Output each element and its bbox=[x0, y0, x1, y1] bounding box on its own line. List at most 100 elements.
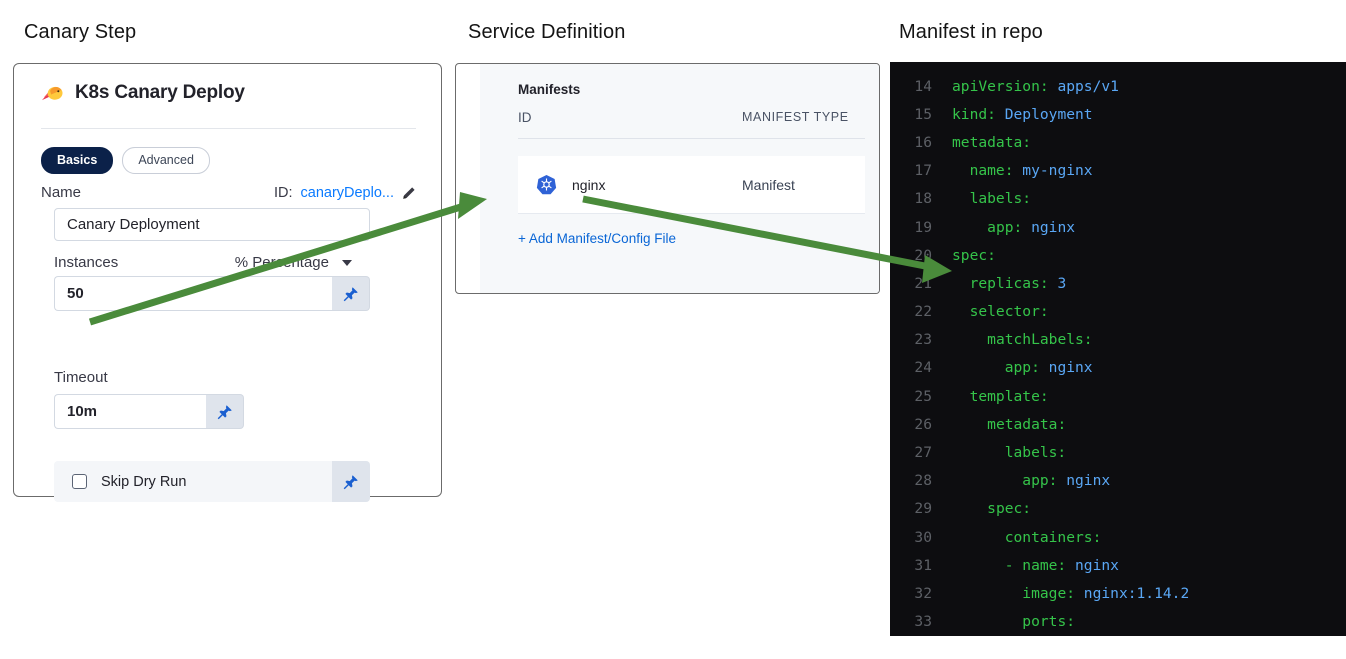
code-line-number: 15 bbox=[914, 105, 932, 123]
table-header-rule bbox=[518, 138, 865, 139]
code-line-23: 23 matchLabels: bbox=[890, 326, 1346, 354]
code-line-number: 17 bbox=[914, 162, 932, 180]
manifest-row-id: nginx bbox=[572, 176, 606, 193]
code-line-22: 22 selector: bbox=[890, 298, 1346, 326]
code-line-24: 24 app: nginx bbox=[890, 354, 1346, 382]
code-line-number: 22 bbox=[914, 303, 932, 321]
timeout-label: Timeout bbox=[54, 369, 108, 386]
code-line-29: 29 spec: bbox=[890, 495, 1346, 523]
instances-unit-select[interactable]: % Percentage bbox=[235, 254, 370, 271]
code-line-number: 14 bbox=[914, 77, 932, 95]
code-line-26: 26 metadata: bbox=[890, 410, 1346, 438]
manifests-panel: Manifests ID MANIFEST TYPE nginx Manifes… bbox=[480, 64, 879, 293]
code-line-number: 32 bbox=[914, 584, 932, 602]
code-line-30: 30 containers: bbox=[890, 523, 1346, 551]
column-header-manifest-type: MANIFEST TYPE bbox=[742, 110, 849, 124]
code-line-number: 33 bbox=[914, 613, 932, 631]
timeout-input-group: 10m bbox=[54, 394, 244, 429]
code-line-source: spec: bbox=[952, 246, 996, 264]
code-line-31: 31 - name: nginx bbox=[890, 551, 1346, 579]
code-line-number: 27 bbox=[914, 444, 932, 462]
code-line-number: 30 bbox=[914, 528, 932, 546]
kubernetes-icon bbox=[536, 174, 557, 195]
instances-input-group: 50 bbox=[54, 276, 370, 311]
instances-unit-label: % Percentage bbox=[234, 254, 329, 271]
code-line-source: - name: nginx bbox=[1004, 556, 1119, 574]
code-line-25: 25 template: bbox=[890, 382, 1346, 410]
code-line-source: metadata: bbox=[987, 415, 1067, 433]
instances-label: Instances bbox=[54, 254, 119, 271]
code-line-32: 32 image: nginx:1.14.2 bbox=[890, 579, 1346, 607]
code-line-source: app: nginx bbox=[1004, 359, 1093, 377]
code-line-source: selector: bbox=[969, 303, 1049, 321]
step-id-value[interactable]: canaryDeplo... bbox=[300, 184, 395, 201]
heading-service-definition: Service Definition bbox=[468, 21, 626, 43]
code-line-number: 26 bbox=[914, 415, 932, 433]
code-line-source: template: bbox=[969, 387, 1049, 405]
code-line-source: name: my-nginx bbox=[969, 162, 1093, 180]
heading-manifest-in-repo: Manifest in repo bbox=[899, 21, 1043, 43]
code-line-16: 16 metadata: bbox=[890, 128, 1346, 156]
instances-input[interactable]: 50 bbox=[54, 276, 332, 311]
code-line-27: 27 labels: bbox=[890, 438, 1346, 466]
instances-field-row: Instances % Percentage bbox=[54, 254, 370, 271]
code-line-19: 19 app: nginx bbox=[890, 213, 1346, 241]
instances-pin-button[interactable] bbox=[332, 276, 370, 311]
code-line-number: 23 bbox=[914, 331, 932, 349]
header-divider bbox=[41, 128, 416, 129]
name-input[interactable]: Canary Deployment bbox=[54, 208, 370, 241]
code-line-number: 20 bbox=[914, 246, 932, 264]
code-line-source: metadata: bbox=[952, 133, 1032, 151]
skip-dry-run-pin-button[interactable] bbox=[332, 461, 370, 502]
code-line-number: 31 bbox=[914, 556, 932, 574]
code-line-source: labels: bbox=[1004, 444, 1067, 462]
code-line-28: 28 app: nginx bbox=[890, 467, 1346, 495]
timeout-input[interactable]: 10m bbox=[54, 394, 206, 429]
skip-dry-run-row[interactable]: Skip Dry Run bbox=[54, 461, 370, 502]
tab-basics[interactable]: Basics bbox=[41, 147, 114, 174]
heading-canary-step: Canary Step bbox=[24, 21, 137, 43]
table-row[interactable]: nginx Manifest bbox=[518, 156, 865, 214]
code-line-number: 16 bbox=[914, 133, 932, 151]
code-line-number: 18 bbox=[914, 190, 932, 208]
canary-step-title: K8s Canary Deploy bbox=[75, 82, 245, 103]
canary-step-card: K8s Canary Deploy Basics Advanced Name I… bbox=[13, 63, 442, 502]
code-line-source: spec: bbox=[987, 500, 1032, 518]
code-line-source: app: nginx bbox=[1022, 472, 1111, 490]
manifest-row-type: Manifest bbox=[742, 176, 795, 193]
pin-icon bbox=[343, 474, 358, 489]
code-line-number: 29 bbox=[914, 500, 932, 518]
code-line-source: apiVersion: apps/v1 bbox=[952, 77, 1119, 95]
add-manifest-config-file-link[interactable]: + Add Manifest/Config File bbox=[518, 231, 676, 246]
step-id-group: ID: canaryDeplo... bbox=[274, 185, 416, 201]
code-line-source: kind: Deployment bbox=[952, 105, 1093, 123]
column-header-id: ID bbox=[518, 110, 532, 125]
canary-step-header: K8s Canary Deploy bbox=[41, 82, 245, 104]
chevron-down-icon bbox=[342, 259, 352, 266]
timeout-pin-button[interactable] bbox=[206, 394, 244, 429]
code-line-33: 33 ports: bbox=[890, 608, 1346, 636]
step-id-prefix: ID: bbox=[273, 184, 293, 201]
code-line-source: matchLabels: bbox=[987, 331, 1093, 349]
canary-bird-icon bbox=[41, 83, 64, 104]
pin-icon bbox=[217, 404, 232, 419]
code-line-18: 18 labels: bbox=[890, 185, 1346, 213]
pin-icon bbox=[343, 286, 358, 301]
code-line-15: 15 kind: Deployment bbox=[890, 100, 1346, 128]
service-definition-card: Manifests ID MANIFEST TYPE nginx Manifes… bbox=[455, 63, 880, 294]
tab-advanced[interactable]: Advanced bbox=[122, 147, 210, 174]
code-line-number: 24 bbox=[914, 359, 932, 377]
name-field-row: Name ID: canaryDeplo... bbox=[41, 184, 416, 201]
code-line-21: 21 replicas: 3 bbox=[890, 269, 1346, 297]
code-line-number: 21 bbox=[914, 274, 932, 292]
code-line-14: 14 apiVersion: apps/v1 bbox=[890, 72, 1346, 100]
name-label: Name bbox=[41, 184, 82, 201]
manifests-section-title: Manifests bbox=[518, 82, 581, 97]
code-line-source: containers: bbox=[1004, 528, 1102, 546]
code-line-number: 25 bbox=[914, 387, 932, 405]
skip-dry-run-checkbox[interactable] bbox=[72, 474, 87, 489]
pencil-icon[interactable] bbox=[402, 186, 416, 200]
code-line-source: replicas: 3 bbox=[969, 274, 1067, 292]
